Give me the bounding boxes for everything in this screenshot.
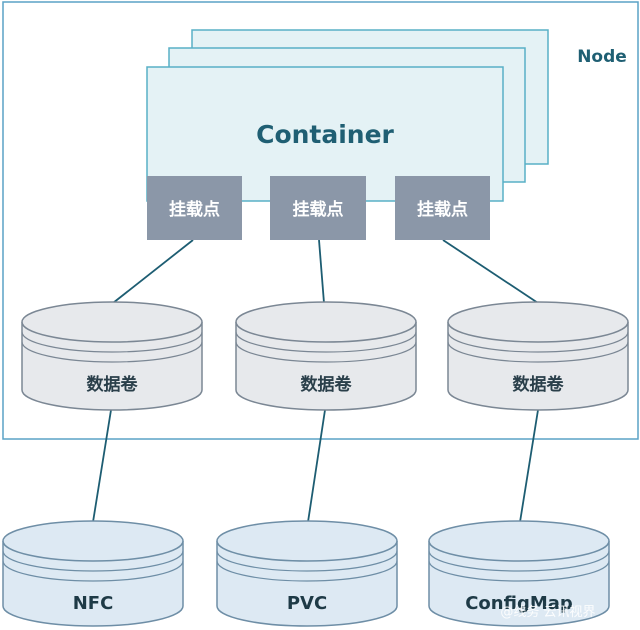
container-label: Container bbox=[256, 120, 394, 149]
connector-mount1-volume1 bbox=[112, 239, 194, 304]
mount-point-box bbox=[147, 176, 242, 240]
storage-body bbox=[216, 541, 398, 627]
volume-cylinder-2: 数据卷 bbox=[235, 301, 417, 411]
mount-point-box bbox=[395, 176, 490, 240]
volume-body bbox=[235, 322, 417, 411]
storage-ring bbox=[216, 550, 398, 572]
storage-ring bbox=[2, 550, 184, 572]
storage-label: PVC bbox=[287, 593, 327, 614]
connector-mount2-volume2 bbox=[318, 239, 325, 304]
volume-body bbox=[21, 322, 203, 411]
storage-ring bbox=[2, 560, 184, 582]
connector-volume1-storage1 bbox=[92, 409, 112, 523]
storage-label: ConfigMap bbox=[465, 593, 573, 614]
storage-body bbox=[2, 541, 184, 627]
volume-ring bbox=[235, 341, 417, 363]
connector-mount3-volume3 bbox=[442, 239, 539, 304]
volume-top bbox=[235, 301, 417, 343]
storage-body bbox=[428, 541, 610, 627]
container-stack: Container bbox=[146, 29, 549, 202]
storage-cylinder-configmap: ConfigMap bbox=[428, 520, 610, 627]
volume-ring bbox=[447, 331, 629, 353]
storage-cylinder-pvc: PVC bbox=[216, 520, 398, 627]
volume-label: 数据卷 bbox=[513, 374, 565, 395]
mount-point-label: 挂载点 bbox=[417, 199, 468, 220]
connector-volume2-storage2 bbox=[307, 409, 326, 523]
volume-cylinder-1: 数据卷 bbox=[21, 301, 203, 411]
volume-top bbox=[21, 301, 203, 343]
volume-top bbox=[447, 301, 629, 343]
mount-point-box bbox=[270, 176, 366, 240]
storage-cylinder-nfc: NFC bbox=[2, 520, 184, 627]
connector-volume3-storage3 bbox=[519, 409, 539, 523]
storage-ring bbox=[216, 560, 398, 582]
storage-top bbox=[216, 520, 398, 562]
volume-ring bbox=[235, 331, 417, 353]
volume-ring bbox=[447, 341, 629, 363]
storage-top bbox=[428, 520, 610, 562]
volume-label: 数据卷 bbox=[301, 374, 353, 395]
storage-label: NFC bbox=[73, 593, 114, 614]
storage-top bbox=[2, 520, 184, 562]
watermark-text: @线务 云讯视界 bbox=[500, 604, 595, 620]
storage-ring bbox=[428, 560, 610, 582]
storage-ring bbox=[428, 550, 610, 572]
mount-point-1: 挂载点 bbox=[147, 176, 242, 240]
volume-ring bbox=[21, 341, 203, 363]
mount-point-label: 挂载点 bbox=[293, 199, 344, 220]
volume-ring bbox=[21, 331, 203, 353]
volume-body bbox=[447, 322, 629, 411]
connector-lines bbox=[92, 239, 539, 523]
volume-cylinder-3: 数据卷 bbox=[447, 301, 629, 411]
mount-point-3: 挂载点 bbox=[395, 176, 490, 240]
mount-point-2: 挂载点 bbox=[270, 176, 366, 240]
volume-label: 数据卷 bbox=[87, 374, 139, 395]
node-label: Node bbox=[577, 47, 627, 67]
mount-point-label: 挂载点 bbox=[169, 199, 220, 220]
